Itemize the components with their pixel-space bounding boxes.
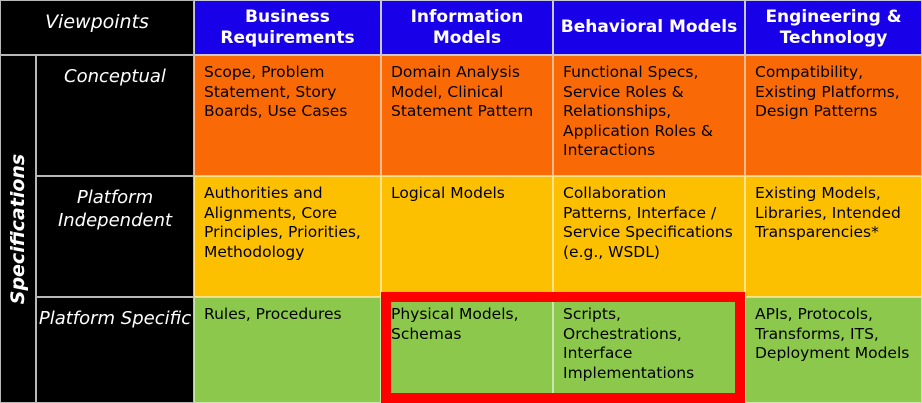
cell-platform-specific-information-models: Physical Models, Schemas bbox=[381, 297, 553, 403]
corner-header-viewpoints: Viewpoints bbox=[0, 0, 194, 55]
cell-platform-independent-business-requirements: Authorities and Alignments, Core Princip… bbox=[194, 176, 381, 297]
row-header-conceptual: Conceptual bbox=[36, 55, 194, 176]
column-header-information-models: Information Models bbox=[381, 0, 553, 55]
cell-platform-specific-business-requirements: Rules, Procedures bbox=[194, 297, 381, 403]
cell-conceptual-information-models: Domain Analysis Model, Clinical Statemen… bbox=[381, 55, 553, 176]
row-group-label-specifications: Specifications bbox=[0, 55, 36, 403]
cell-platform-independent-engineering-technology: Existing Models, Libraries, Intended Tra… bbox=[745, 176, 922, 297]
cell-platform-independent-behavioral-models: Collaboration Patterns, Interface / Serv… bbox=[553, 176, 745, 297]
row-group-label-text: Specifications bbox=[7, 153, 30, 305]
cell-conceptual-business-requirements: Scope, Problem Statement, Story Boards, … bbox=[194, 55, 381, 176]
row-header-platform-independent: Platform Independent bbox=[36, 176, 194, 297]
cell-platform-specific-engineering-technology: APIs, Protocols, Transforms, ITS, Deploy… bbox=[745, 297, 922, 403]
cell-platform-independent-information-models: Logical Models bbox=[381, 176, 553, 297]
row-header-platform-specific: Platform Specific bbox=[36, 297, 194, 403]
cell-conceptual-behavioral-models: Functional Specs, Service Roles & Relati… bbox=[553, 55, 745, 176]
cell-conceptual-engineering-technology: Compatibility, Existing Platforms, Desig… bbox=[745, 55, 922, 176]
column-header-engineering-technology: Engineering & Technology bbox=[745, 0, 922, 55]
column-header-behavioral-models: Behavioral Models bbox=[553, 0, 745, 55]
cell-platform-specific-behavioral-models: Scripts, Orchestrations, Interface Imple… bbox=[553, 297, 745, 403]
column-header-business-requirements: Business Requirements bbox=[194, 0, 381, 55]
